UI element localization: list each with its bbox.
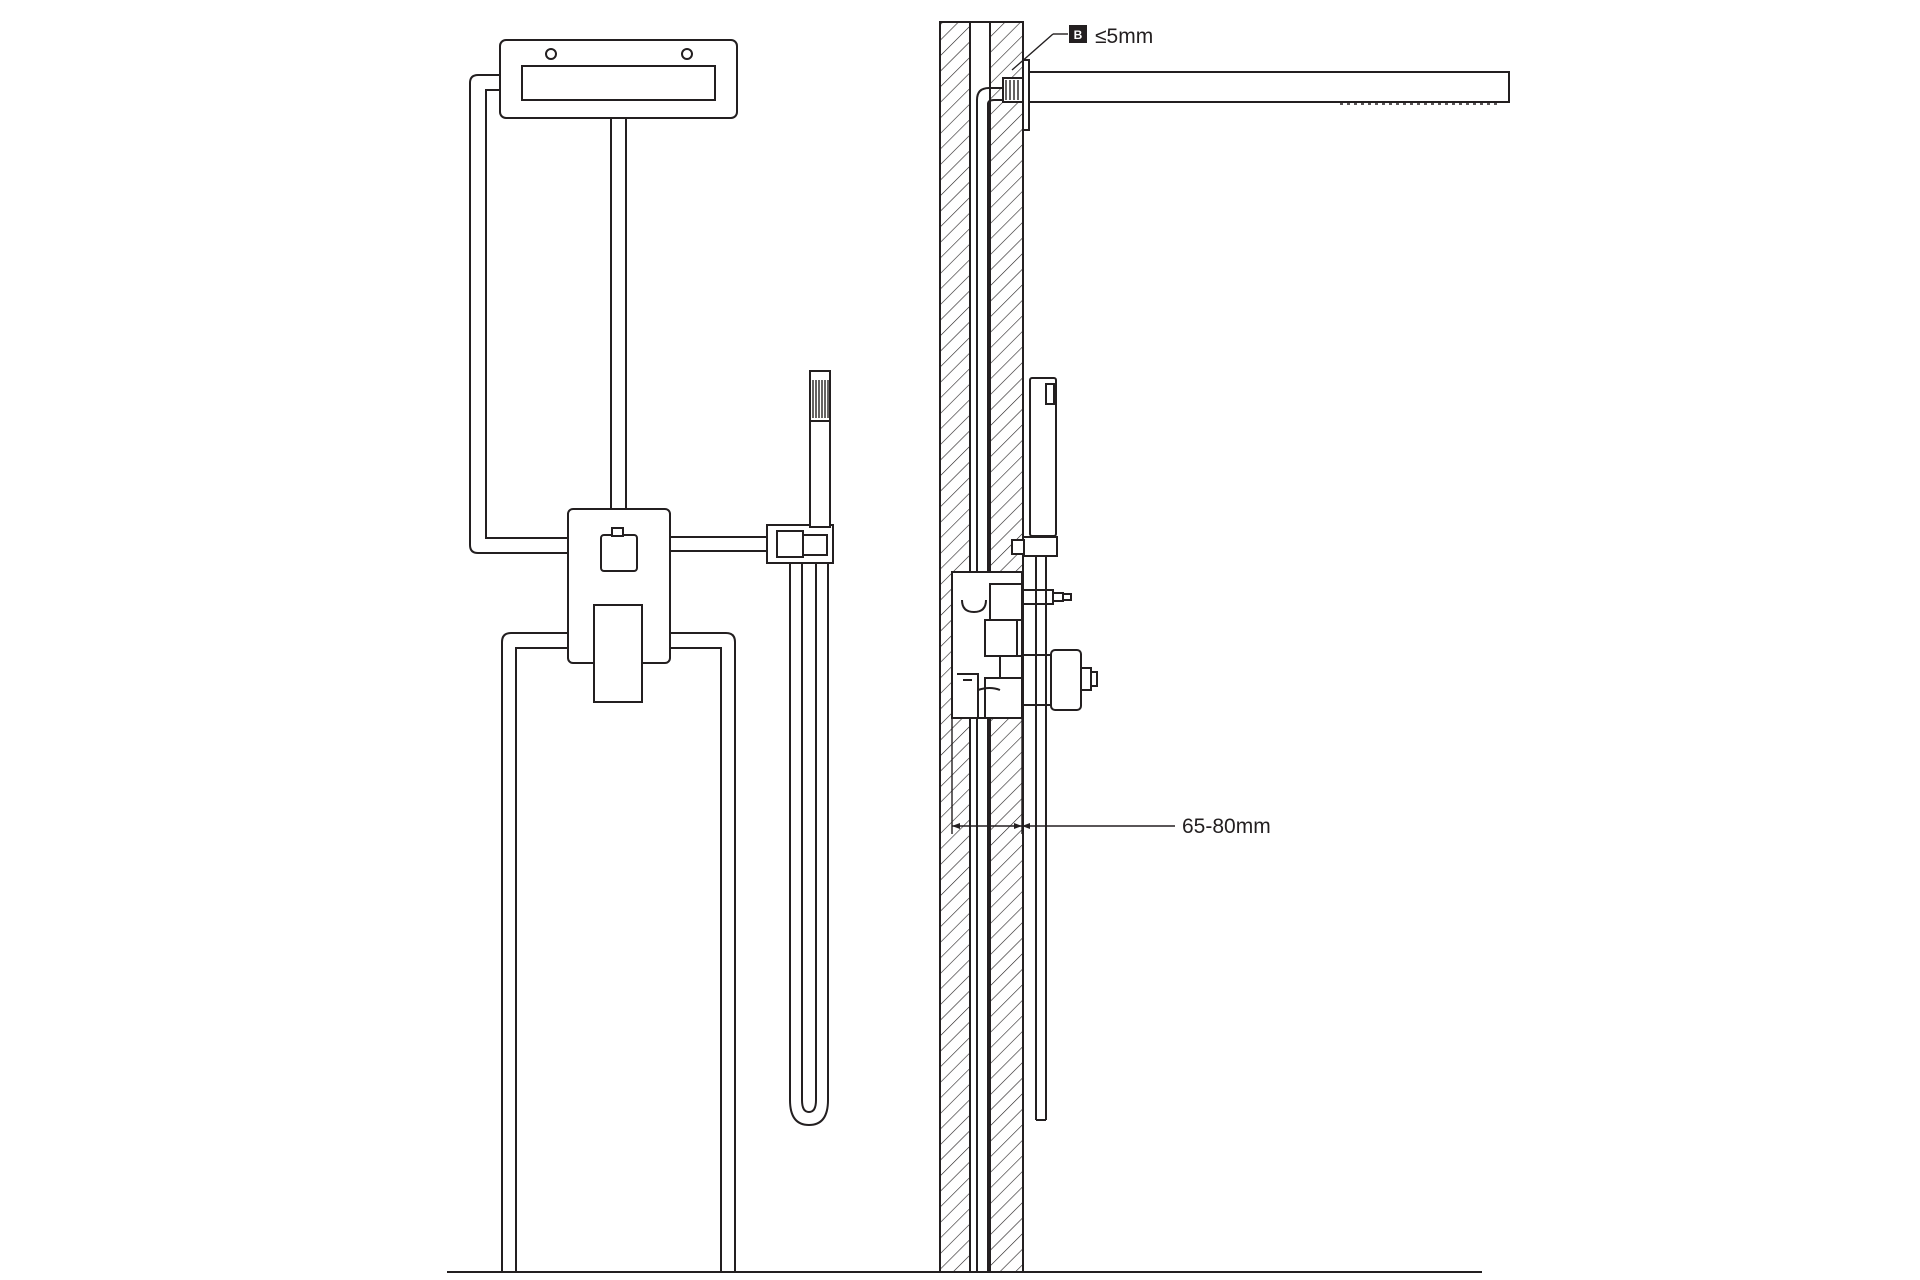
hand-shower [766, 370, 834, 1127]
supply-pipe-vertical [610, 118, 627, 509]
gap-label: ≤5mm [1095, 25, 1153, 48]
shower-arm [1002, 59, 1510, 131]
gap-badge [1069, 25, 1087, 43]
dimension-arrow-icon [952, 823, 960, 829]
screw-right-icon [681, 48, 693, 60]
handset-supply-pipe [670, 536, 768, 552]
rain-shower-head [499, 39, 738, 119]
floor-frame [501, 632, 736, 1272]
mixer-knob-side[interactable] [1050, 649, 1082, 711]
diverter-knob-icon[interactable] [600, 534, 638, 572]
depth-dimension: 65-80mm [951, 718, 1271, 838]
front-view [469, 39, 834, 1272]
gap-callout: B ≤5mm [1011, 25, 1153, 71]
shower-hose [789, 563, 829, 1127]
mixer-valve [567, 508, 671, 703]
side-view: B ≤5mm [939, 21, 1510, 1273]
mixer-body-section [951, 571, 1098, 719]
bypass-loop-pipe [469, 74, 568, 554]
gap-badge-letter: B [1074, 28, 1083, 42]
hand-shower-side [1011, 377, 1058, 1121]
mixer-lever-handle[interactable] [593, 604, 643, 703]
depth-label: 65-80mm [1182, 815, 1271, 838]
concealed-pipe [976, 87, 1006, 1272]
screw-left-icon [545, 48, 557, 60]
